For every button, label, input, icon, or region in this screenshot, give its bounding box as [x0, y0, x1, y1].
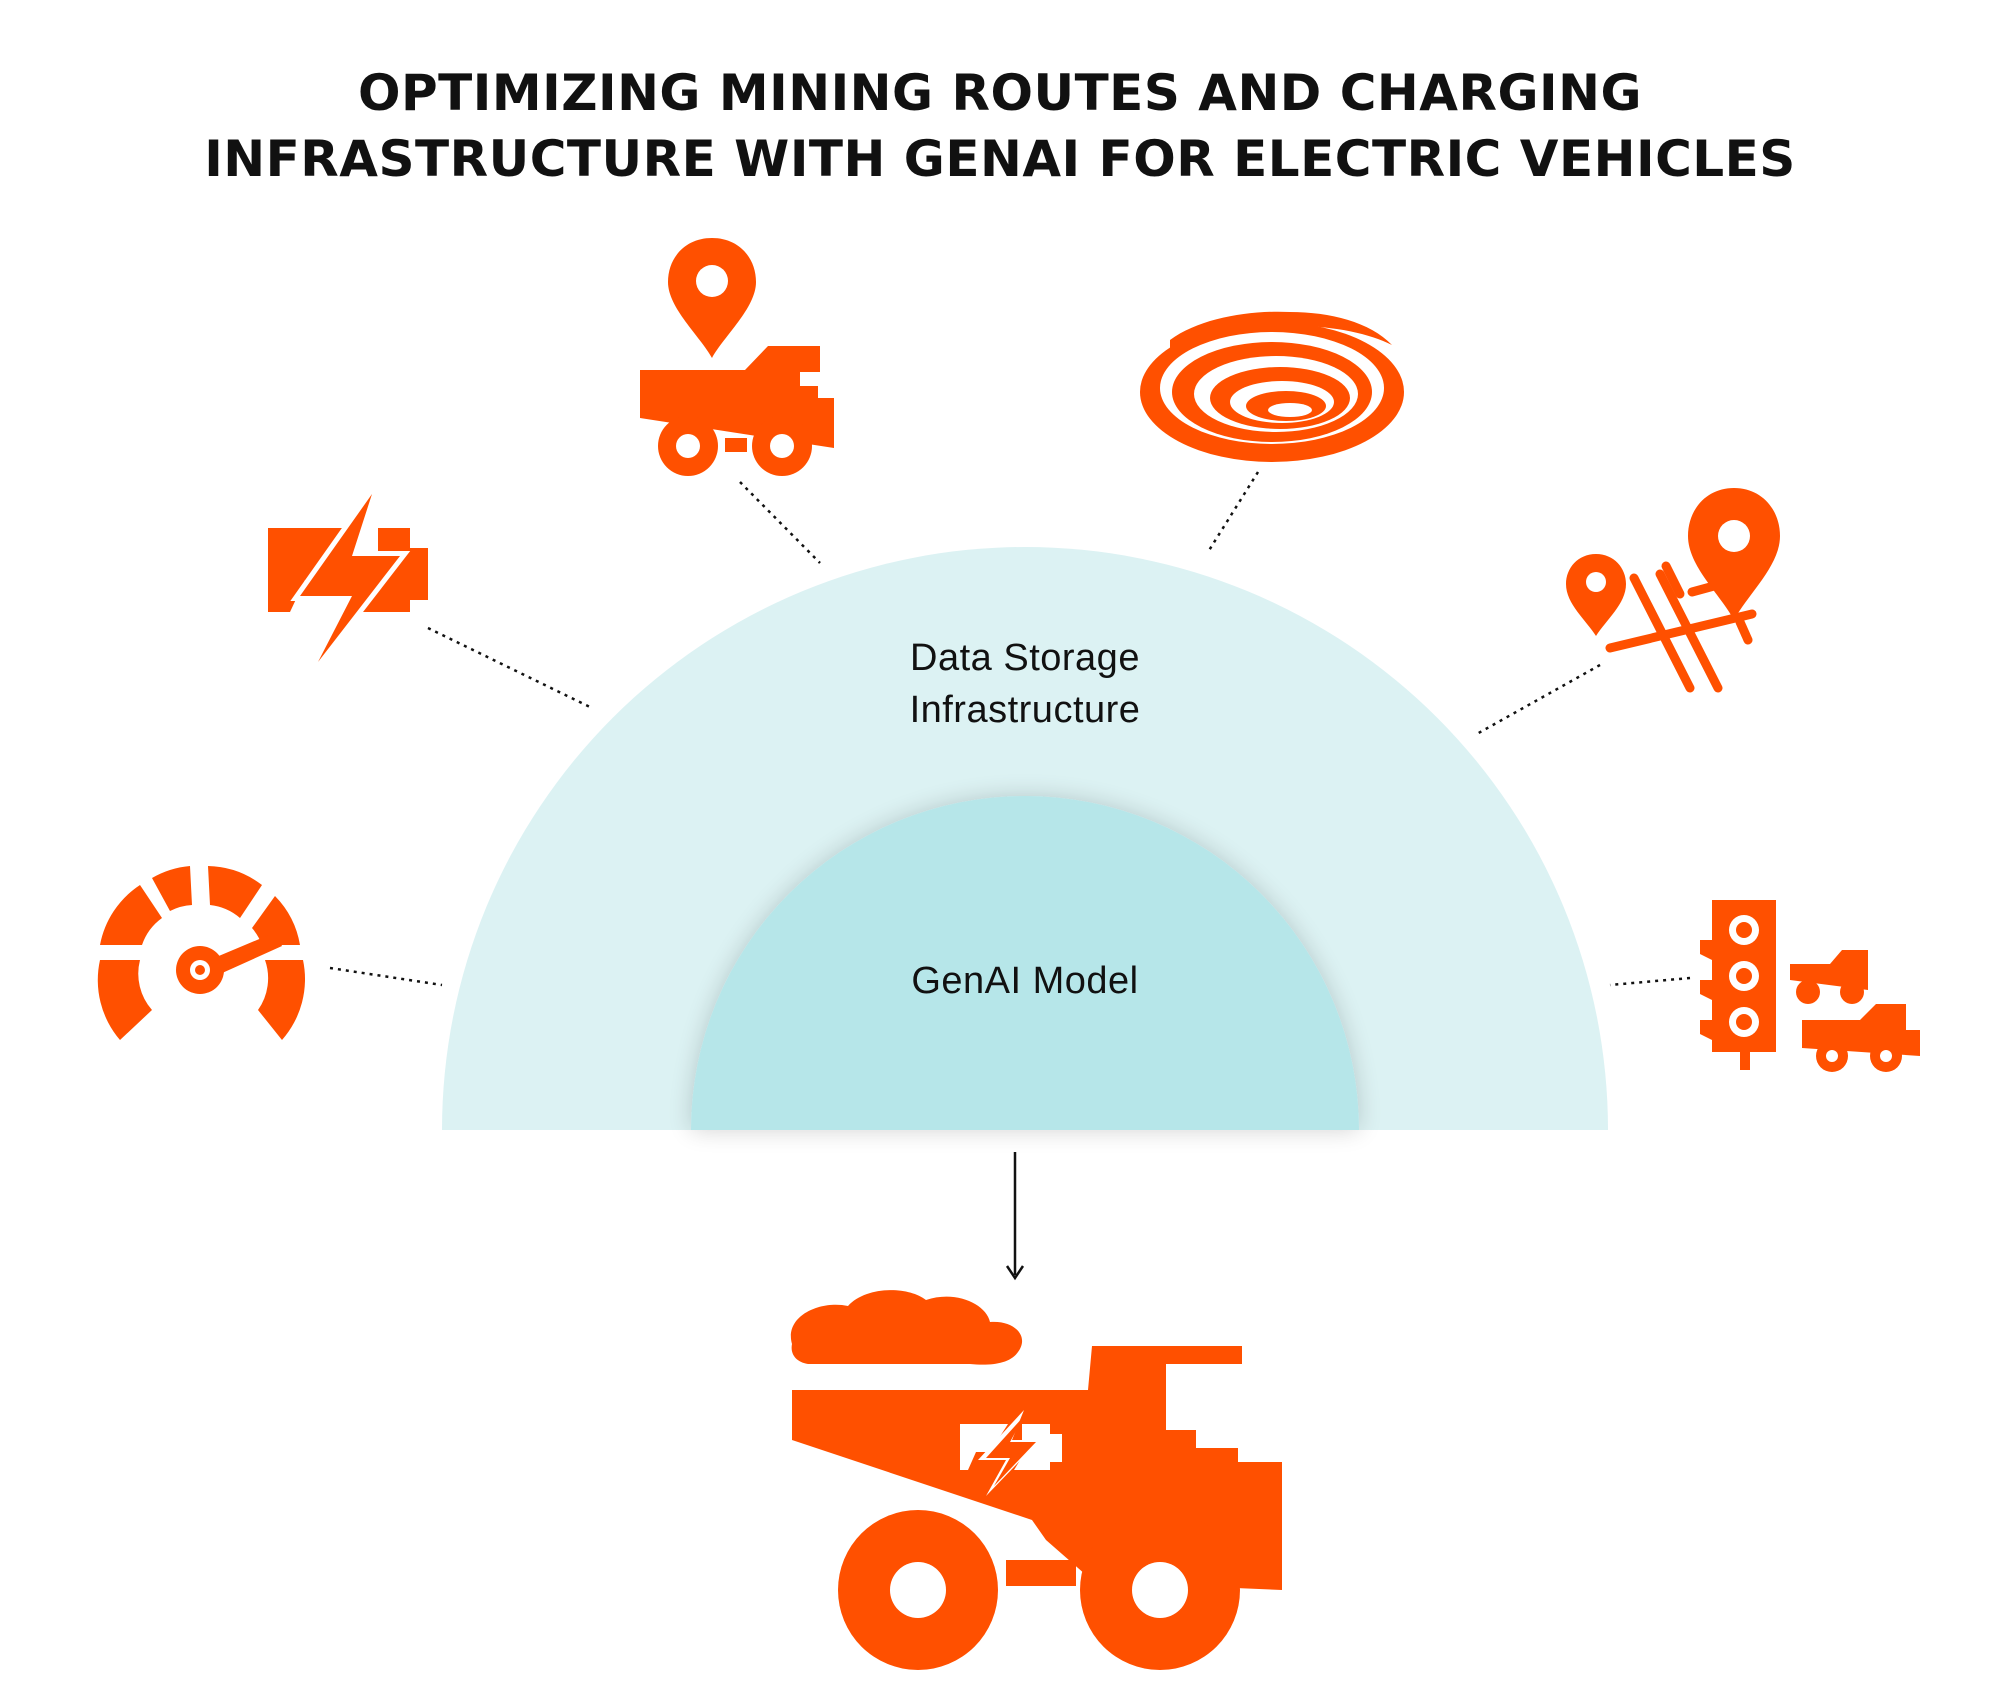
data-storage-label-line-2: Infrastructure — [909, 689, 1141, 731]
mining-truck-location-icon — [640, 238, 834, 476]
electric-mining-truck-icon — [790, 1290, 1282, 1670]
genai-model-label: GenAI Model — [825, 955, 1225, 1007]
route-map-icon — [1566, 488, 1780, 693]
battery-charging-icon — [268, 491, 428, 666]
speedometer-icon — [97, 866, 306, 1040]
connector-battery — [427, 626, 593, 710]
open-pit-mine-icon — [1140, 311, 1404, 462]
data-storage-label: Data Storage Infrastructure — [825, 632, 1225, 736]
title-line-2: INFRASTRUCTURE WITH GENAI FOR ELECTRIC V… — [204, 130, 1796, 188]
genai-model-label-text: GenAI Model — [911, 960, 1139, 1002]
connector-truck-location — [739, 481, 821, 564]
connector-open-pit — [1206, 471, 1260, 553]
connector-speedometer — [329, 966, 443, 987]
down-arrow-icon — [1005, 1152, 1025, 1281]
page-title: OPTIMIZING MINING ROUTES AND CHARGING IN… — [0, 60, 2000, 192]
connector-traffic-light — [1609, 976, 1691, 987]
connector-route-map — [1474, 663, 1601, 737]
connector-lines — [329, 471, 1691, 987]
traffic-light-trucks-icon — [1700, 900, 1920, 1072]
genai-model-arc — [691, 796, 1359, 1130]
title-line-1: OPTIMIZING MINING ROUTES AND CHARGING — [358, 64, 1642, 122]
data-storage-label-line-1: Data Storage — [910, 637, 1140, 679]
